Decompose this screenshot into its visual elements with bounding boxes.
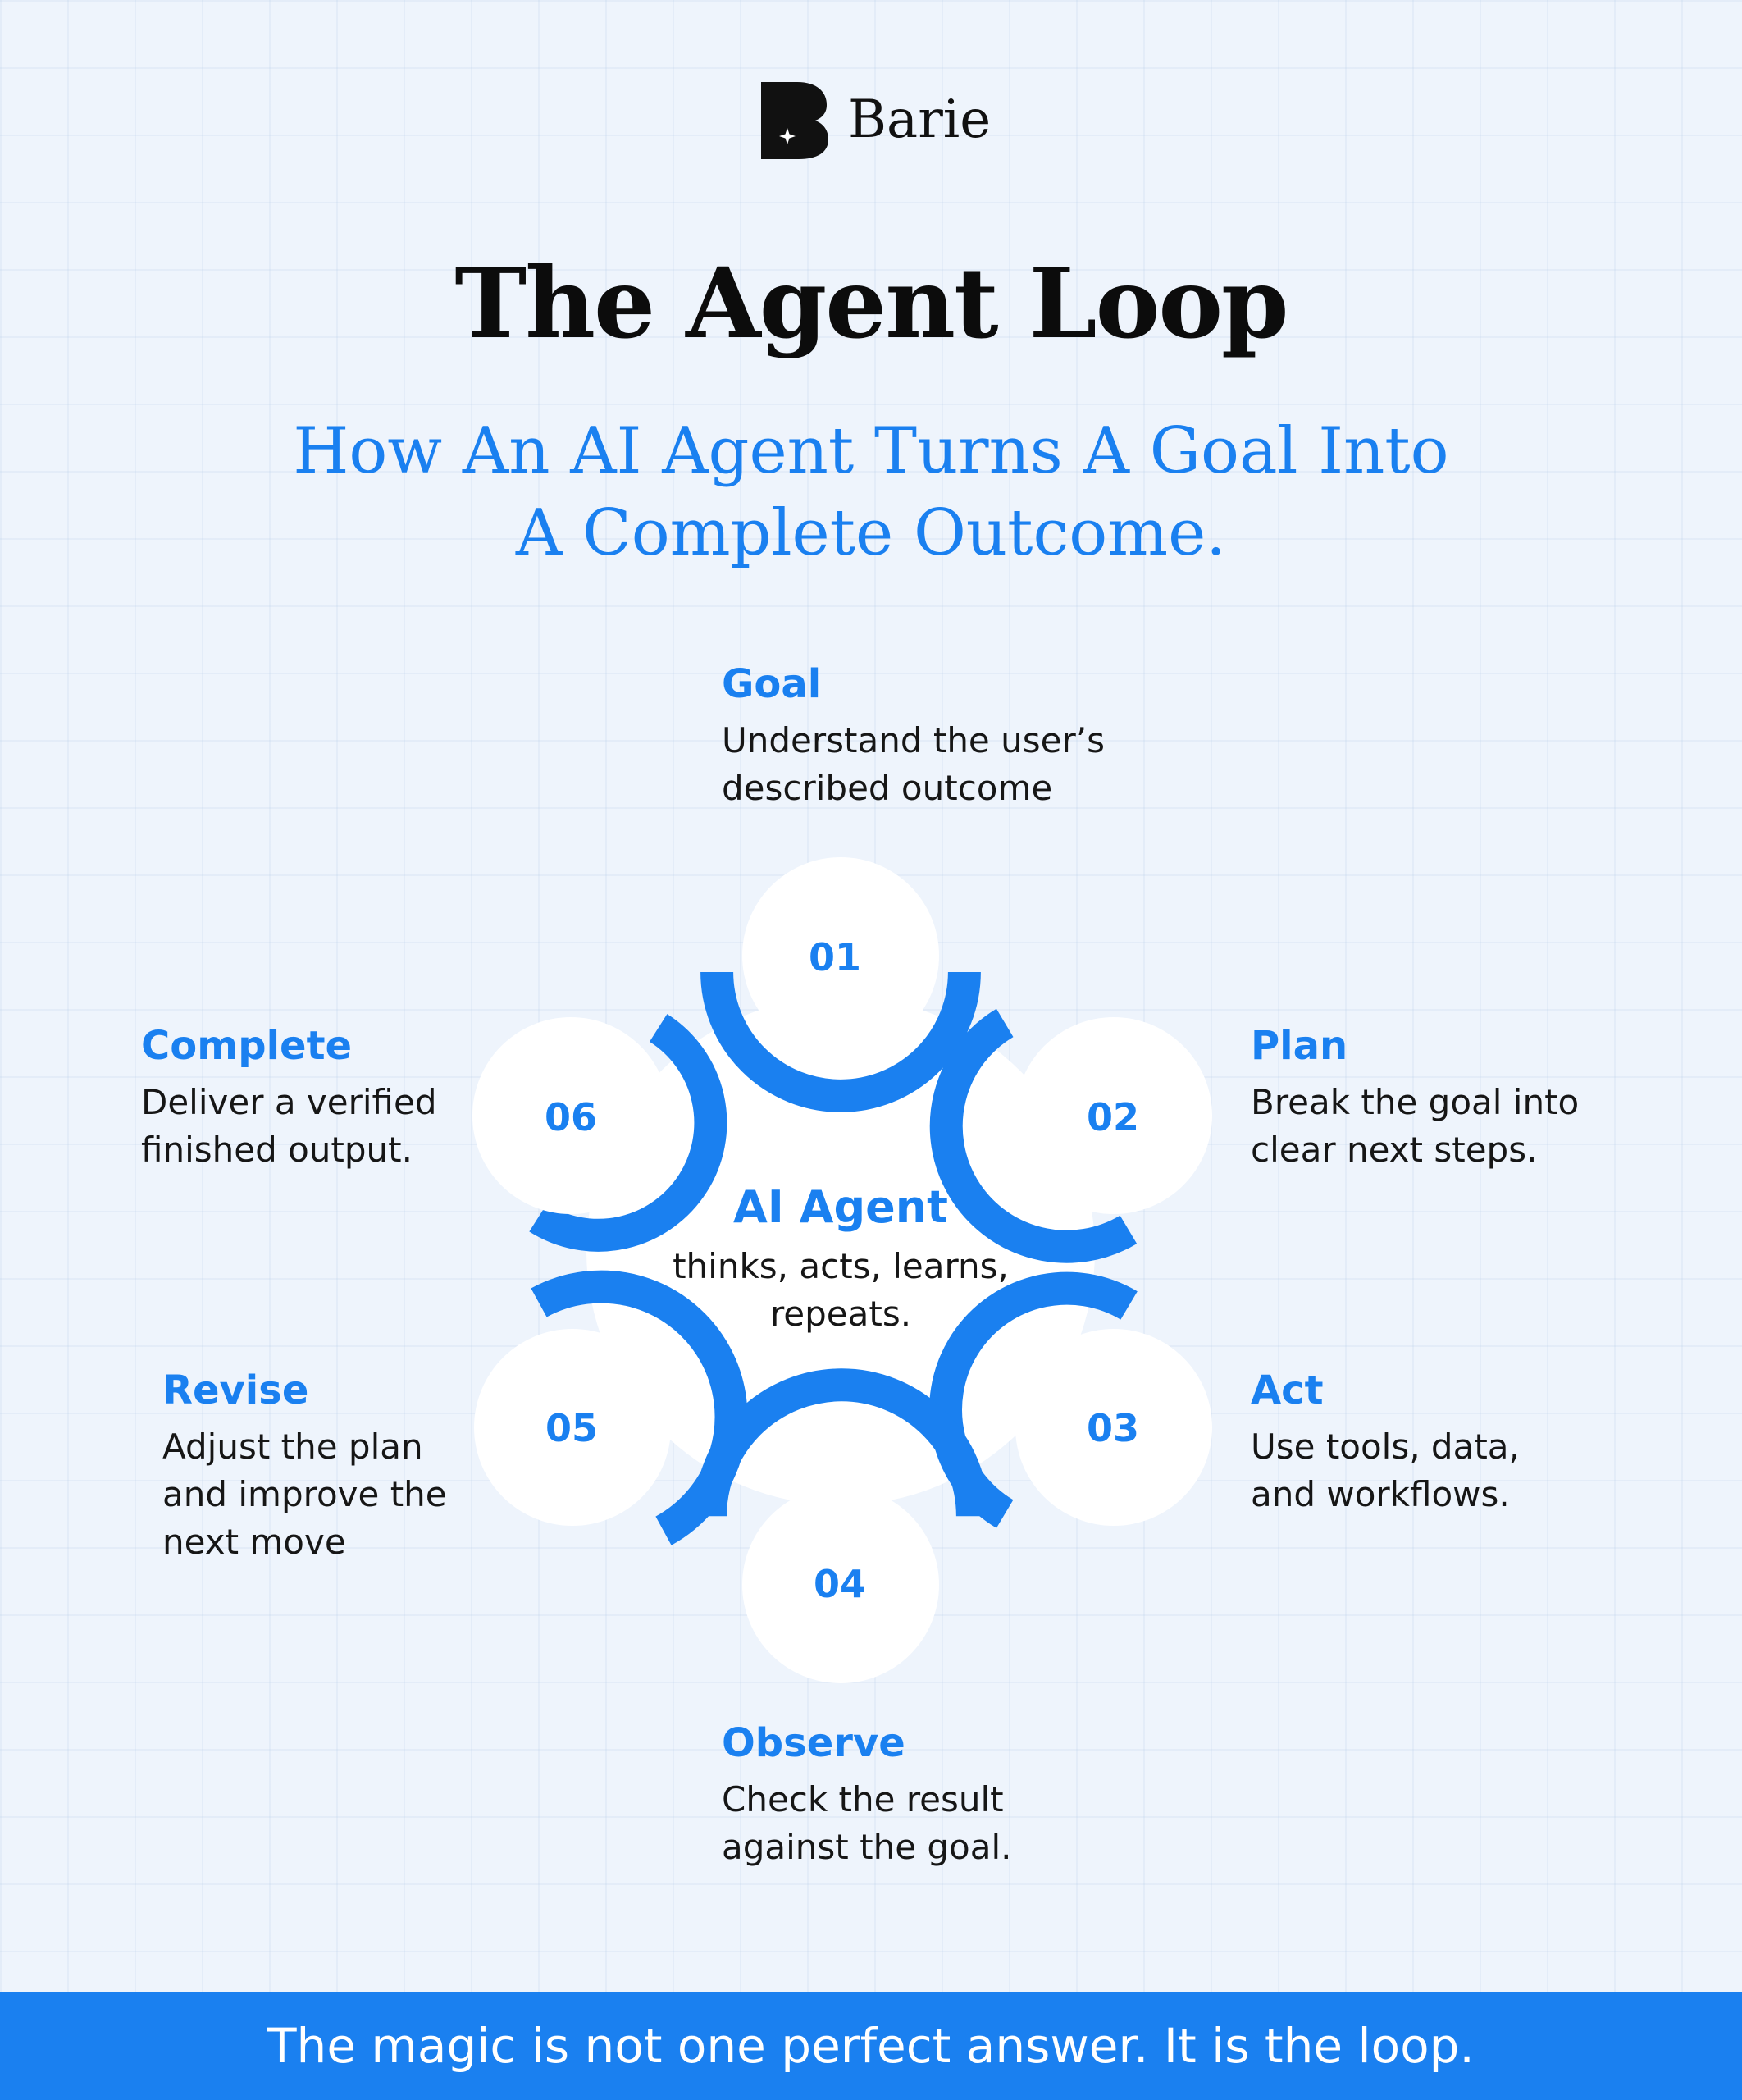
- step-label-observe: Observe Check the result against the goa…: [722, 1719, 1012, 1871]
- step-node-06: [472, 1017, 669, 1214]
- page-subtitle: How An AI Agent Turns A Goal Into A Comp…: [0, 410, 1742, 574]
- step-label-act: Act Use tools, data, and workflows.: [1251, 1366, 1520, 1518]
- barie-b-logo-icon: [761, 82, 828, 159]
- step-node-02: [1015, 1017, 1212, 1214]
- step-desc-line: and workflows.: [1251, 1474, 1510, 1514]
- step-desc-line: Deliver a verified: [141, 1082, 437, 1122]
- step-desc-line: against the goal.: [722, 1827, 1012, 1867]
- step-description: Use tools, data, and workflows.: [1251, 1423, 1520, 1518]
- agent-loop-diagram: 01 02 03 04 05 06: [472, 857, 1212, 1683]
- step-title: Goal: [722, 661, 822, 707]
- step-title: Observe: [722, 1720, 905, 1766]
- step-number: 01: [809, 935, 861, 979]
- step-desc-line: Adjust the plan: [162, 1427, 423, 1467]
- step-node-01: [742, 857, 939, 1054]
- step-desc-line: described outcome: [722, 768, 1053, 808]
- step-description: Adjust the plan and improve the next mov…: [162, 1423, 447, 1566]
- step-label-plan: Plan Break the goal into clear next step…: [1251, 1021, 1579, 1174]
- brand: Barie: [756, 79, 991, 161]
- step-desc-line: and improve the: [162, 1474, 447, 1514]
- page-title: The Agent Loop: [454, 246, 1288, 360]
- arc-step-01: [700, 971, 981, 1112]
- step-number: 03: [1087, 1406, 1139, 1450]
- step-desc-line: finished output.: [141, 1130, 413, 1170]
- step-desc-line: Use tools, data,: [1251, 1427, 1520, 1467]
- step-node-03: [1015, 1329, 1212, 1526]
- step-title: Act: [1251, 1367, 1324, 1413]
- subtitle-line: A Complete Outcome.: [515, 496, 1227, 570]
- center-title: AI Agent: [732, 1181, 948, 1233]
- subtitle-line: How An AI Agent Turns A Goal Into: [293, 414, 1449, 488]
- step-number: 02: [1087, 1095, 1139, 1139]
- step-desc-line: clear next steps.: [1251, 1130, 1538, 1170]
- step-description: Check the result against the goal.: [722, 1776, 1012, 1871]
- step-node-05: [474, 1329, 671, 1526]
- step-label-complete: Complete Deliver a verified finished out…: [141, 1021, 437, 1174]
- step-desc-line: Break the goal into: [1251, 1082, 1580, 1122]
- footer-text: The magic is not one perfect answer. It …: [267, 2018, 1475, 2074]
- step-description: Break the goal into clear next steps.: [1251, 1079, 1579, 1174]
- step-label-goal: Goal Understand the user’s described out…: [722, 660, 1105, 812]
- step-description: Deliver a verified finished output.: [141, 1079, 437, 1174]
- center-description: thinks, acts, learns, repeats.: [595, 1243, 1087, 1338]
- center-desc-line: repeats.: [769, 1294, 912, 1334]
- step-title: Complete: [141, 1023, 353, 1069]
- step-desc-line: next move: [162, 1522, 346, 1562]
- arc-step-02: [929, 1008, 1138, 1263]
- arc-step-05: [531, 1270, 748, 1545]
- brand-name: Barie: [848, 89, 992, 150]
- footer-banner: The magic is not one perfect answer. It …: [0, 1992, 1742, 2100]
- step-title: Revise: [162, 1367, 309, 1413]
- step-desc-line: Check the result: [722, 1779, 1004, 1819]
- step-number: 05: [545, 1406, 598, 1450]
- center-desc-line: thinks, acts, learns,: [673, 1246, 1009, 1286]
- step-desc-line: Understand the user’s: [722, 720, 1105, 760]
- step-number: 04: [814, 1562, 866, 1606]
- step-description: Understand the user’s described outcome: [722, 717, 1105, 812]
- step-node-04: [742, 1486, 939, 1683]
- step-label-revise: Revise Adjust the plan and improve the n…: [162, 1366, 447, 1566]
- step-number: 06: [545, 1095, 597, 1139]
- arc-step-06: [529, 1014, 727, 1252]
- step-title: Plan: [1251, 1023, 1348, 1069]
